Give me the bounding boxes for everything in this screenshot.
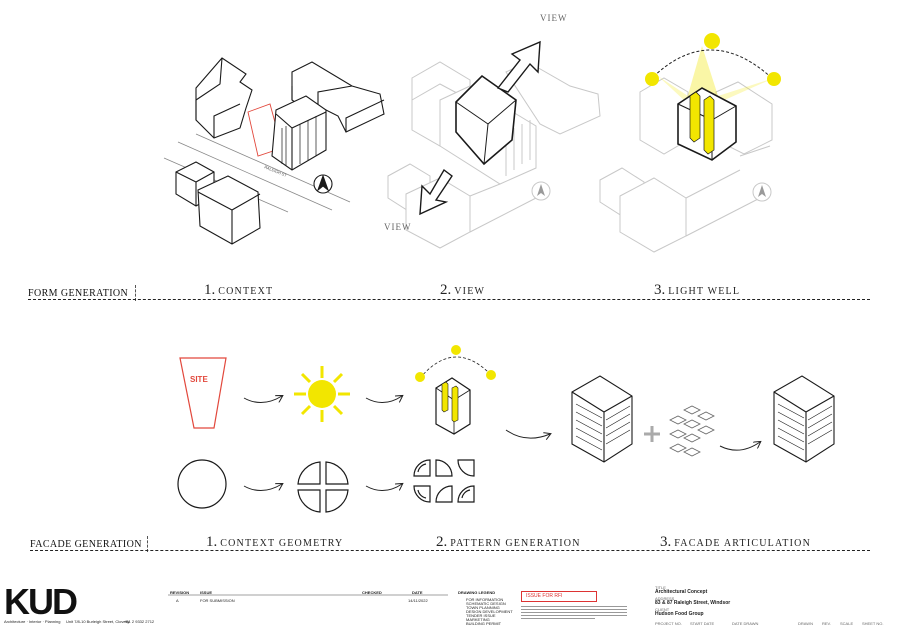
quartered-circle [298, 462, 348, 512]
logo-text: KUD [4, 586, 76, 618]
view-label-top: VIEW [540, 13, 568, 23]
step-number: 1. [204, 282, 215, 298]
sun-icon [294, 366, 350, 422]
form-step-3: 3.LIGHT WELL [654, 282, 740, 299]
form-generation-title: FORM GENERATION [28, 288, 128, 299]
step-number: 2. [440, 282, 451, 298]
form-step-1: 1.CONTEXT [204, 282, 273, 299]
site-label: SITE [190, 375, 208, 384]
issue-header: ISSUE [200, 590, 212, 595]
step-label: CONTEXT [218, 286, 273, 297]
issue-stamp-text: ISSUE FOR RFI [526, 593, 562, 599]
light-well-diagram [600, 33, 781, 252]
facade-building [572, 376, 632, 462]
date-value: 14/11/2022 [408, 598, 428, 603]
legend-item: BUILDING PERMIT [466, 621, 501, 626]
project-address: 83 & 87 Raleigh Street, Windsor [655, 600, 730, 606]
final-facade-building [774, 376, 834, 462]
context-diagram: RALEIGH ST [164, 58, 384, 244]
context-circle [178, 460, 226, 508]
facade-step-2: 2.PATTERN GENERATION [436, 534, 581, 551]
pattern-cluster [670, 406, 714, 456]
facade-step-3: 3.FACADE ARTICULATION [660, 534, 811, 551]
plus-icon [644, 426, 660, 442]
legend-title: DRAWING LEGEND [458, 590, 495, 595]
step-label: FACADE ARTICULATION [674, 538, 811, 549]
facade-generation-title: FACADE GENERATION [30, 539, 142, 550]
revision-value: A [176, 598, 179, 603]
form-step-2: 2.VIEW [440, 282, 485, 299]
footer-field: START DATE [690, 621, 714, 626]
svg-text:RALEIGH ST: RALEIGH ST [264, 164, 288, 178]
flow-arrow [506, 430, 550, 438]
form-generation-rule [28, 299, 870, 300]
footer-field: SCALE [840, 621, 853, 626]
footer-field: DRAWN [798, 621, 813, 626]
flow-arrow [244, 396, 282, 403]
step-label: VIEW [454, 286, 485, 297]
facade-step-1: 1.CONTEXT GEOMETRY [206, 534, 343, 551]
pattern-tiles [414, 460, 474, 502]
issue-value: FOR SUBMISSION [200, 598, 235, 603]
footer-field: DATE DRAWN [732, 621, 758, 626]
checked-header: CHECKED [362, 590, 382, 595]
view-label-bottom: VIEW [384, 222, 412, 232]
disclaimer-text [521, 604, 627, 621]
date-header: DATE [412, 590, 423, 595]
issue-stamp: ISSUE FOR RFI [521, 591, 597, 602]
revision-header: REVISION [170, 590, 189, 595]
company-line: Architecture · Interior · Planning [4, 619, 60, 624]
drawing-title: Architectural Concept [655, 589, 707, 595]
footer-field: PROJECT NO. [655, 621, 682, 626]
footer-field: REV. [822, 621, 831, 626]
kud-logo: KUD [4, 586, 76, 618]
step-number: 1. [206, 534, 217, 550]
phone-line: +61 2 9332 2712 [124, 619, 154, 624]
view-diagram [388, 42, 600, 248]
step-label: LIGHT WELL [668, 286, 740, 297]
client-name: Hudson Food Group [655, 611, 704, 617]
flow-arrow [366, 396, 402, 403]
flow-arrow [366, 484, 402, 491]
flow-arrow [720, 442, 760, 450]
step-label: PATTERN GENERATION [450, 538, 580, 549]
site-trapezoid [180, 358, 226, 428]
flow-arrow [244, 484, 282, 491]
step-label: CONTEXT GEOMETRY [220, 538, 343, 549]
footer-field: SHEET NO. [862, 621, 884, 626]
step-number: 2. [436, 534, 447, 550]
address-line: Unit 7/8-10 Burleigh Street, Clovelly [66, 619, 129, 624]
light-well-block [415, 345, 496, 434]
step-number: 3. [654, 282, 665, 298]
step-number: 3. [660, 534, 671, 550]
